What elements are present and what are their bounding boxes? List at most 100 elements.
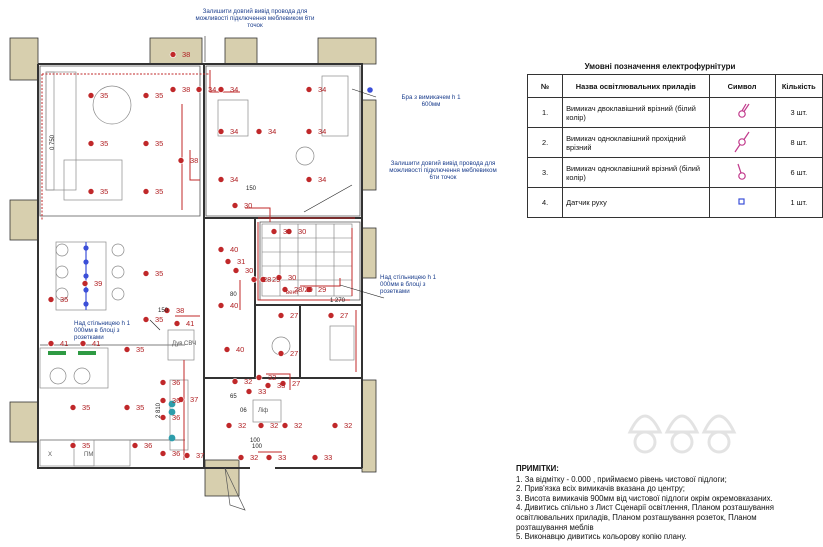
fixture-group-label: 38	[190, 156, 198, 165]
fixture-group-label: 34	[318, 127, 326, 136]
fixture-group-label: 32	[270, 421, 278, 430]
legend-header-symbol: Символ	[708, 74, 776, 98]
light-fixture-marker	[305, 176, 313, 183]
light-fixture-marker	[87, 92, 95, 99]
legend-row-count: 1 шт.	[774, 187, 823, 218]
light-fixture-marker	[281, 422, 289, 429]
light-fixture-marker	[217, 86, 225, 93]
light-fixture-marker	[264, 382, 272, 389]
fixture-group-label: 34	[230, 85, 238, 94]
note-item: 4. Дивитись спільно з Лист Сценарії осві…	[516, 503, 774, 532]
fixture-group-label: 35	[155, 187, 163, 196]
light-fixture-marker	[231, 378, 239, 385]
light-fixture-marker	[142, 92, 150, 99]
light-fixture-marker	[231, 202, 239, 209]
fixture-group-label: 32	[238, 421, 246, 430]
sockets	[168, 400, 176, 442]
fixture-group-label: 36	[172, 449, 180, 458]
thin-walls	[39, 65, 361, 441]
dimension-label: 100	[250, 438, 261, 444]
legend-row-name: Датчик руху	[562, 187, 710, 218]
fixture-group-label: 35	[155, 91, 163, 100]
dimension-label: 1 270	[330, 298, 346, 304]
light-fixture-marker	[69, 404, 77, 411]
note-item: 1. За відмітку - 0.000 , приймаємо рівен…	[516, 474, 727, 484]
fixture-group-label: 30	[298, 227, 306, 236]
light-fixture-marker	[250, 276, 258, 283]
light-fixture-marker	[123, 346, 131, 353]
light-fixture-marker	[142, 188, 150, 195]
legend-row-num: 4.	[526, 187, 564, 218]
light-fixture-marker	[142, 316, 150, 323]
fixture-group-label: 32	[250, 453, 258, 462]
legend-row-num: 2.	[526, 127, 564, 158]
notes-list: 1. За відмітку - 0.000 , приймаємо рівен…	[516, 475, 796, 542]
fixture-group-label: 34	[318, 85, 326, 94]
light-fixture-marker	[195, 86, 203, 93]
light-fixture-marker	[224, 258, 232, 265]
walls	[37, 63, 363, 469]
fixture-group-label: 36	[172, 413, 180, 422]
light-fixture-marker	[305, 86, 313, 93]
fixture-group-label: 40	[230, 301, 238, 310]
dimension-label: 2 810	[156, 402, 162, 418]
light-fixture-marker	[177, 157, 185, 164]
light-fixture-marker	[281, 286, 289, 293]
light-fixture-marker	[270, 228, 278, 235]
light-fixture-marker	[142, 270, 150, 277]
light-fixture-marker	[331, 422, 339, 429]
annotation-wall-right: Над стільницею h 1 000мм в блоці з розет…	[380, 274, 437, 296]
legend-row-count: 3 шт.	[774, 97, 823, 128]
fixture-group-label: 30	[288, 273, 296, 282]
fixture-group-label: 34	[230, 175, 238, 184]
dimension-label: 100	[252, 444, 263, 450]
light-fixture-marker	[217, 246, 225, 253]
light-fixture-marker	[275, 274, 283, 281]
light-fixture-marker	[159, 379, 167, 386]
light-fixture-marker	[327, 312, 335, 319]
leader-lines	[149, 36, 385, 331]
light-fixture-marker	[169, 86, 177, 93]
double-key-switch-icon	[708, 97, 776, 128]
light-fixture-marker	[277, 312, 285, 319]
dimension-label: 80	[230, 292, 237, 298]
fixture-group-label: 38	[176, 306, 184, 315]
single-key-switch-icon	[708, 157, 776, 188]
exterior-wall-blocks	[9, 37, 377, 497]
light-fixture-marker	[173, 320, 181, 327]
fixture-markers	[47, 51, 339, 461]
dimension-label: 65	[230, 394, 237, 400]
fixture-group-label: 27	[340, 311, 348, 320]
fixture-group-label: 35	[136, 403, 144, 412]
fixture-group-label: 35	[82, 441, 90, 450]
legend-header-num: №	[526, 74, 564, 98]
legend-header: № Назва освітлювальних приладів Символ К…	[526, 74, 823, 98]
fixture-group-label: 35	[155, 269, 163, 278]
dimension-label: 150	[158, 308, 169, 314]
fixture-group-label: 35	[136, 345, 144, 354]
motion-sensor-icon	[708, 187, 776, 218]
light-fixture-marker	[142, 140, 150, 147]
fixture-group-label: 35	[82, 403, 90, 412]
light-fixture-marker	[285, 228, 293, 235]
fixture-group-label: 41	[60, 339, 68, 348]
fixture-group-label: 32	[294, 421, 302, 430]
light-fixture-marker	[47, 340, 55, 347]
fixture-group-label: 28	[263, 275, 271, 284]
legend-row-num: 3.	[526, 157, 564, 188]
legend-table: № Назва освітлювальних приладів Символ К…	[526, 74, 823, 218]
fixture-group-label: 32	[244, 377, 252, 386]
fixture-group-label: 37	[190, 395, 198, 404]
legend-row: 3. Вимикач одноклавішний врізний (білий …	[526, 157, 823, 188]
light-fixture-marker	[217, 128, 225, 135]
fixture-group-label: 33	[277, 381, 285, 390]
light-fixture-marker	[69, 442, 77, 449]
fixture-group-label: 36	[172, 378, 180, 387]
light-fixture-marker	[265, 454, 273, 461]
dimension-label: 06	[240, 408, 247, 414]
fixture-group-label: 27	[290, 349, 298, 358]
fixture-group-label: 35	[60, 295, 68, 304]
fixture-group-label: 34	[230, 127, 238, 136]
fixture-group-label: 38	[182, 50, 190, 59]
